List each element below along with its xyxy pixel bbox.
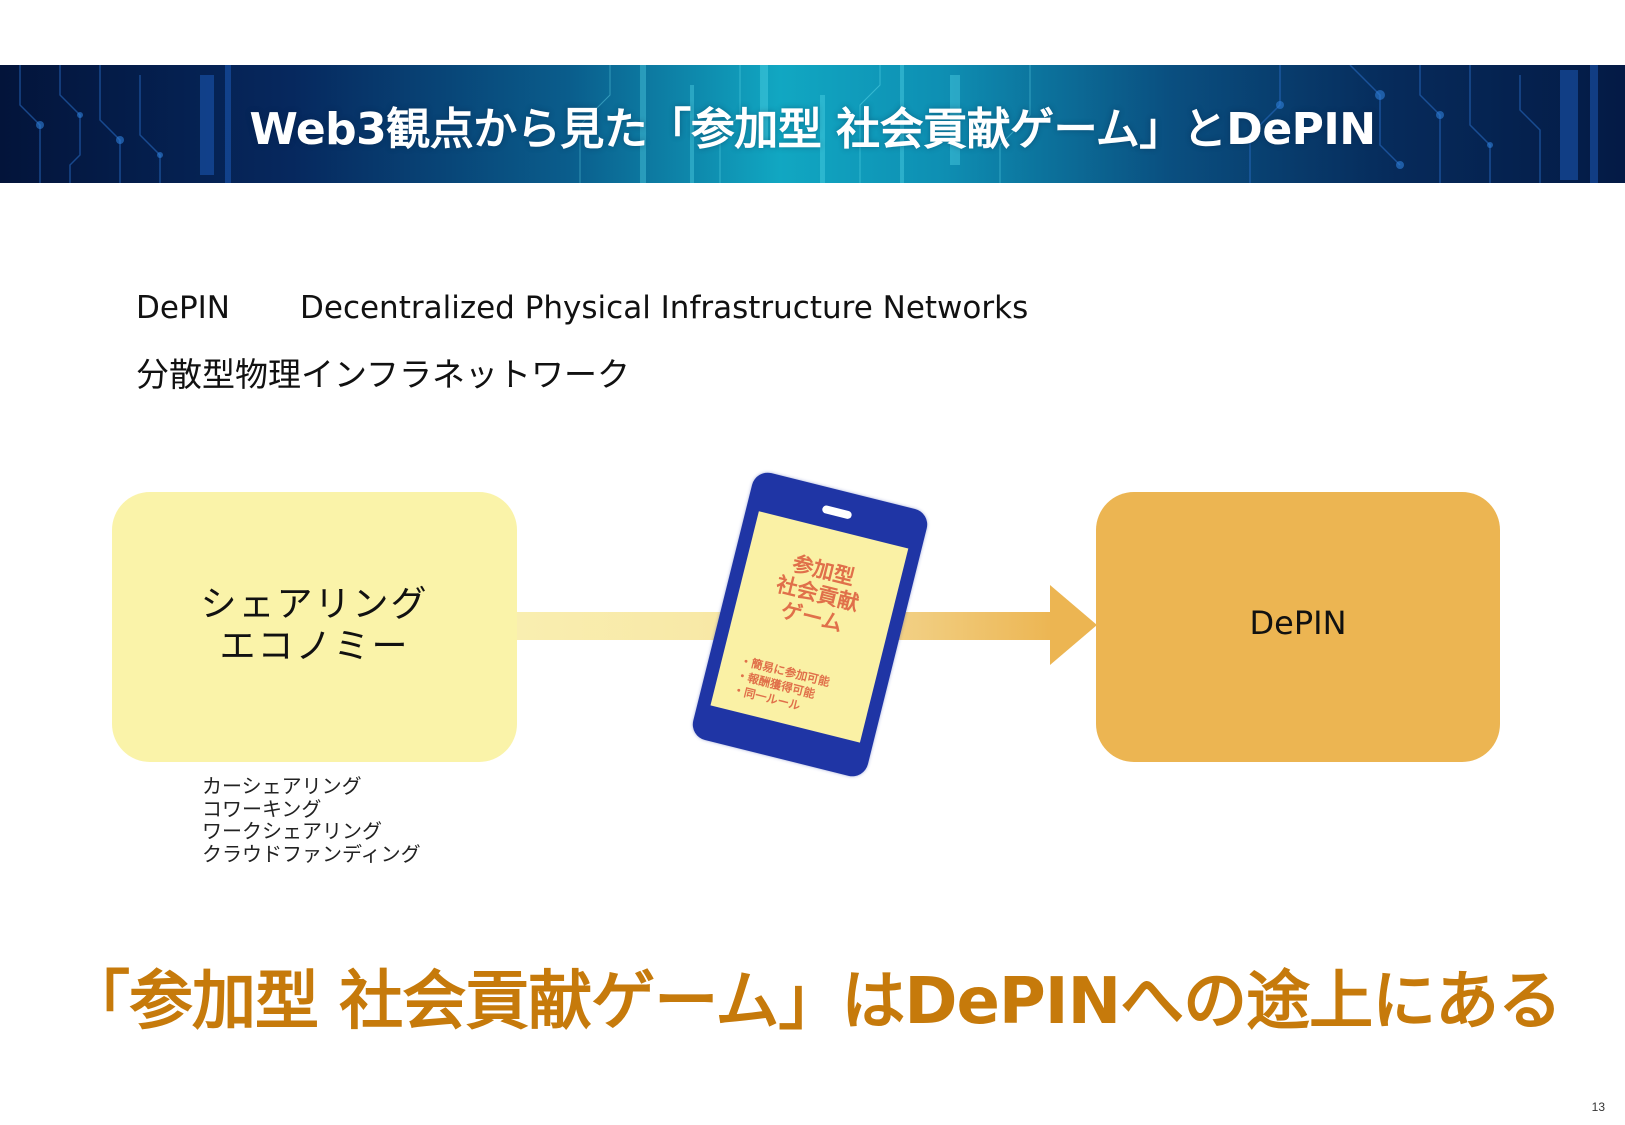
example-item: カーシェアリング (202, 774, 362, 798)
smartphone-icon: 参加型 社会貢献 ゲーム ・簡易に参加可能 ・報酬獲得可能 ・同一ルール (689, 469, 931, 780)
sharing-examples-list: カーシェアリング コワーキング ワークシェアリング クラウドファンディング (202, 775, 421, 865)
circuit-background-graphic (19, 65, 1598, 183)
conclusion-statement: 「参加型 社会貢献ゲーム」はDePINへの途上にある (66, 965, 1562, 1039)
game-title: 参加型 社会貢献 ゲーム (734, 540, 901, 647)
phone-screen: 参加型 社会貢献 ゲーム ・簡易に参加可能 ・報酬獲得可能 ・同一ルール (710, 511, 909, 743)
example-item: コワーキング (202, 796, 322, 821)
title-banner: Web3観点から見た「参加型 社会貢献ゲーム」とDePIN (0, 65, 1625, 183)
example-item: クラウドファンディング (202, 841, 421, 866)
definition-full-name: Decentralized Physical Infrastructure Ne… (300, 290, 1029, 326)
right-arrow-icon (1050, 585, 1097, 665)
game-features-list: ・簡易に参加可能 ・報酬獲得可能 ・同一ルール (714, 649, 874, 730)
sharing-economy-label-line: エコノミー (219, 626, 410, 667)
phone-speaker (821, 504, 853, 520)
definition-japanese: 分散型物理インフラネットワーク (136, 355, 631, 394)
depin-box: DePIN (1096, 492, 1500, 762)
sharing-economy-label: シェアリング エコノミー (112, 584, 517, 668)
sharing-economy-label-line: シェアリング (200, 584, 429, 625)
page-title: Web3観点から見た「参加型 社会貢献ゲーム」とDePIN (249, 104, 1376, 155)
sharing-economy-box: シェアリング エコノミー (112, 492, 517, 762)
example-item: ワークシェアリング (202, 819, 382, 843)
page-number: 13 (1591, 1100, 1605, 1114)
definition-abbreviation: DePIN (136, 290, 230, 326)
depin-box-label: DePIN (1249, 604, 1347, 642)
definition-line: DePIN Decentralized Physical Infrastructu… (136, 290, 1028, 326)
